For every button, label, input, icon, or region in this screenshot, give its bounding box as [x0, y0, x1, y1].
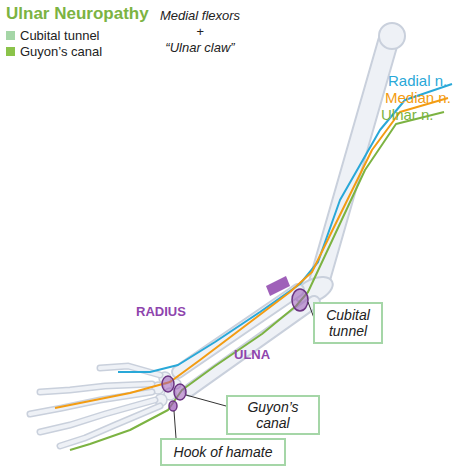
- note-text: Medial flexors: [140, 8, 260, 23]
- legend-swatch: [6, 47, 15, 56]
- guyon-canal-marker: [174, 384, 186, 400]
- fingers-outline: [30, 366, 160, 446]
- fingers: [30, 366, 160, 446]
- note-text: +: [140, 24, 260, 39]
- ulnar-nerve: [70, 112, 444, 450]
- thumb: [100, 366, 160, 375]
- callout-box: Guyon’s canal: [226, 395, 320, 435]
- callout-box: Cubital tunnel: [313, 302, 383, 344]
- compression-sites: [162, 276, 308, 411]
- legend-swatch: [6, 31, 15, 40]
- nerves: [55, 84, 452, 450]
- leader-line: [186, 395, 226, 406]
- nerve-label: Median n.: [385, 89, 451, 106]
- radial-nerve: [118, 84, 452, 372]
- leader-line: [174, 411, 176, 438]
- finger: [30, 392, 152, 414]
- bone-label: RADIUS: [136, 304, 186, 319]
- hamate-marker: [169, 401, 177, 411]
- guyon-canal-marker: [162, 376, 174, 392]
- ligament-marker: [266, 276, 290, 296]
- bones: [30, 23, 405, 446]
- median-nerve: [55, 98, 448, 408]
- legend-row: Guyon’s canal: [6, 44, 102, 59]
- legend-row: Cubital tunnel: [6, 28, 100, 43]
- cubital-tunnel-marker: [292, 289, 308, 311]
- nerve-label: Ulnar n.: [381, 106, 434, 123]
- finger: [60, 406, 160, 446]
- callout-text: Hook of hamate: [174, 444, 273, 460]
- callout-text: Guyon’s canal: [232, 399, 314, 431]
- diagram-title: Ulnar Neuropathy: [6, 4, 149, 24]
- humeral-head: [379, 23, 405, 49]
- legend-text: Cubital tunnel: [20, 28, 100, 43]
- nerve-label: Radial n.: [388, 72, 447, 89]
- thumb: [100, 366, 160, 375]
- legend-text: Guyon’s canal: [20, 44, 102, 59]
- callout-text: Cubital tunnel: [319, 307, 377, 339]
- bone-label: ULNA: [234, 347, 270, 362]
- callout-box: Hook of hamate: [160, 438, 286, 466]
- note-text: “Ulnar claw”: [140, 40, 260, 55]
